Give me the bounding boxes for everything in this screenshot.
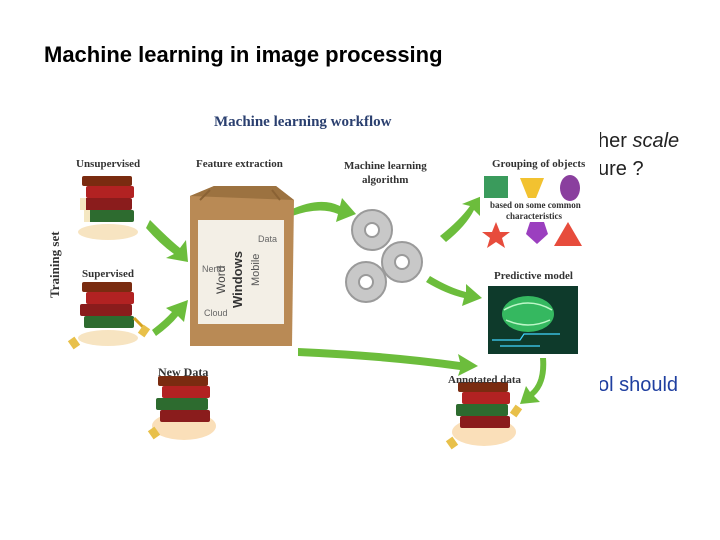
book-stack-annotated (445, 382, 523, 450)
bag-word: Cloud (204, 308, 228, 318)
gears (345, 209, 423, 303)
annotated-data-label: Annotated data (448, 374, 522, 386)
new-data-label: New Data (158, 365, 209, 379)
arrow-to-annotated (520, 358, 547, 404)
supervised-label: Supervised (82, 268, 134, 280)
behind-text-ure: ure ? (598, 158, 644, 180)
ml-algorithm-label-1: Machine learning (344, 160, 427, 172)
diagram-heading: Machine learning workflow (214, 114, 392, 130)
grouping-caption-2: characteristics (506, 211, 562, 221)
bag-word-cloud: Windows Mobile Word Nerd Data Cloud (200, 224, 282, 322)
purple-shape (560, 175, 580, 201)
behind-text-scale: her scale (598, 130, 680, 152)
purple-pentagon (526, 222, 548, 244)
arrow-supervised (152, 300, 188, 336)
red-triangle (554, 222, 582, 246)
arrow-to-algorithm (290, 198, 356, 222)
bag-word: Nerd (202, 264, 222, 274)
bag-word: Mobile (250, 253, 262, 286)
arrow-to-model (426, 276, 482, 306)
paper-bag (190, 186, 294, 346)
book-stack-supervised (67, 282, 151, 350)
arrow-new-data (298, 348, 478, 376)
behind-text-should: ol should (598, 374, 679, 396)
bag-word: Data (258, 234, 278, 244)
grouping-shapes (480, 174, 584, 248)
arrow-unsupervised (146, 220, 188, 262)
predictive-model-label: Predictive model (494, 270, 573, 282)
arrow-to-grouping (440, 196, 482, 242)
yellow-heart (520, 178, 544, 198)
grouping-caption-1: based on some common (490, 200, 581, 210)
feature-extraction-label: Feature extraction (196, 158, 283, 170)
flow-arrows (146, 196, 547, 404)
unsupervised-label: Unsupervised (76, 158, 141, 170)
book-stack-new-data (147, 376, 216, 440)
bag-word: Windows (230, 251, 245, 308)
green-square (484, 176, 508, 198)
grouping-label: Grouping of objects (492, 158, 586, 170)
ml-algorithm-label-2: algorithm (362, 174, 409, 186)
slide-title: Machine learning in image processing (44, 42, 443, 67)
red-star (482, 222, 510, 248)
training-set-label: Training set (47, 231, 62, 298)
predictive-model-image (488, 286, 578, 354)
book-stack-unsupervised (78, 176, 138, 240)
